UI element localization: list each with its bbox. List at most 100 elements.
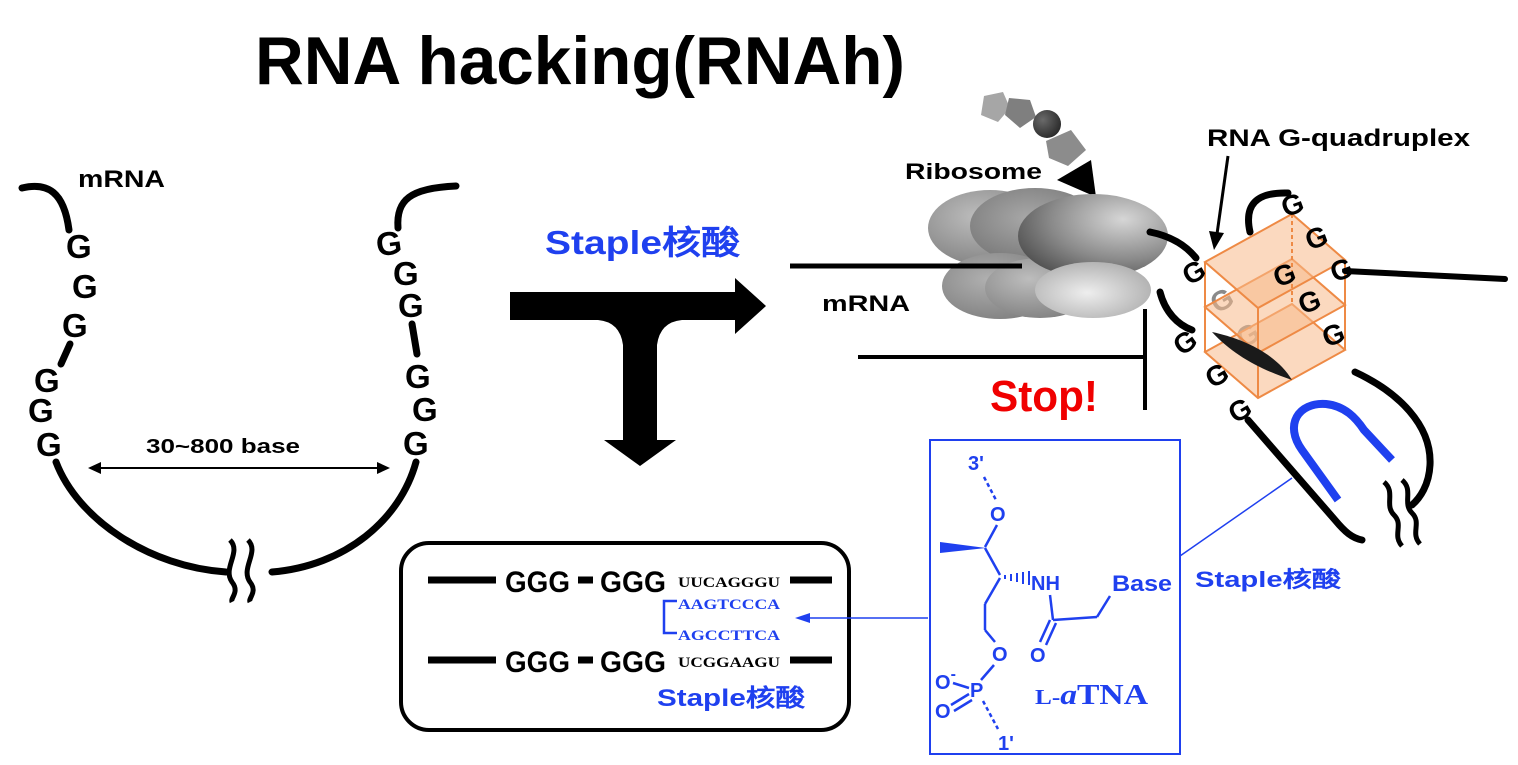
g-block: GGG [600, 566, 666, 599]
bond [1048, 594, 1055, 621]
strand-tail-sequence: UCGGAAGU [678, 655, 780, 671]
strand-row-2: GGG GGG UCGGAAGU [428, 646, 832, 679]
distance-label: 30~800 base [146, 436, 300, 458]
intervening-loop-left [52, 458, 230, 576]
anion-charge: - [951, 666, 956, 683]
bond [983, 524, 999, 548]
ribosome-large-subunit [1018, 194, 1168, 278]
nascent-peptide [981, 92, 1096, 197]
strand-row-1: GGG GGG UUCAGGGU [428, 566, 832, 599]
one-prime-label: 1' [998, 733, 1014, 755]
distance-double-arrow [88, 462, 390, 474]
quadruplex-g-9: G [1167, 323, 1203, 361]
left-g-4: G [34, 362, 60, 399]
loop-strand-right [1351, 368, 1434, 509]
chemical-structure-box: 3' O NH O Base O O- P O 1' [929, 439, 1181, 755]
right-g-linker [408, 320, 421, 358]
downstream-loop [1179, 368, 1434, 557]
staple-sequence-1: AAGTCCCA [678, 597, 780, 613]
g-block: GGG [505, 566, 570, 599]
bond-dashed-3prime [982, 476, 998, 501]
translation-panel: Ribosome mRNA Stop! RNA G-quadruplex G G [790, 92, 1508, 592]
bond [980, 664, 995, 681]
base-label: Base [1112, 571, 1172, 596]
staple-label-box: Staple核酸 [657, 684, 806, 712]
atna-name-prefix: L- [1035, 685, 1060, 709]
quadruplex-top-loop [1245, 189, 1292, 236]
three-prime-label: 3' [968, 453, 984, 475]
phosphorus: P [970, 680, 983, 702]
page-title: RNA hacking(RNAh) [255, 23, 905, 99]
atna-name-suffix: TNA [1077, 680, 1149, 711]
ribosome [790, 188, 1168, 319]
atna-name-italic: a [1060, 680, 1077, 711]
oxygen-3prime: O [990, 504, 1006, 526]
right-arrow [510, 278, 766, 334]
g-block: GGG [505, 646, 570, 679]
hybrid-box: GGG GGG UUCAGGGU AAGTCCCA AGCCTTCA GGG G… [399, 541, 851, 732]
wedge-bond-methyl [940, 542, 986, 553]
right-g-4: G [405, 358, 431, 395]
peptide-direction-arrowhead [1057, 160, 1096, 197]
stop-label: Stop! [990, 372, 1098, 421]
down-arrow [598, 320, 682, 466]
left-g-3: G [62, 307, 88, 344]
left-panel: mRNA G G G G G G G G G G G G 30~800 base [18, 166, 460, 604]
mrna-label: mRNA [78, 166, 165, 193]
bond-carbonyl-double-a [1038, 619, 1052, 643]
bond [952, 681, 970, 690]
mrna-5prime-segment [18, 182, 73, 234]
quadruplex-side-loop [1156, 288, 1196, 334]
bond [984, 629, 996, 643]
bond-carbonyl-double-b [1044, 622, 1058, 646]
hashed-wedge-bond [1004, 571, 1030, 585]
g-quadruplex: G G G G G G G G G G G G [1156, 186, 1508, 429]
bond [983, 577, 1002, 605]
right-g-2: G [393, 255, 419, 292]
amino-acid-2 [1005, 98, 1036, 128]
bond-dashed-1prime [981, 700, 1000, 730]
quadruplex-label: RNA G-quadruplex [1207, 125, 1471, 152]
right-g-5: G [412, 391, 438, 428]
mrna-3prime-segment [394, 182, 460, 232]
intervening-loop-right [268, 458, 420, 576]
bond-phosphoryl-double-a [950, 692, 970, 707]
mrna-to-quadruplex [1146, 228, 1200, 262]
staple-sequence-2: AGCCTTCA [678, 628, 780, 644]
loop-strand-left [1244, 416, 1366, 544]
quadruplex-pointer-arrow [1209, 155, 1230, 250]
break-symbol-loop [1382, 478, 1423, 548]
quadruplex-inner-loop [1212, 332, 1292, 380]
amino-acid-3 [1033, 110, 1061, 138]
g-block: GGG [600, 646, 666, 679]
chem-to-sequence-arrow [795, 613, 928, 623]
anion-oxygen: O- [935, 666, 956, 694]
bond [1052, 615, 1098, 622]
staple-callout-line [1179, 477, 1293, 557]
ribosome-small-subunit [1035, 262, 1151, 318]
staple-bracket [662, 599, 677, 635]
bond [1095, 595, 1112, 618]
carbonyl-oxygen: O [1030, 645, 1046, 667]
oxygen-1prime: O [992, 644, 1008, 666]
amino-acid-1 [981, 92, 1010, 122]
chemical-structure-frame [929, 439, 1181, 755]
staple-label-right: Staple核酸 [1195, 567, 1342, 592]
anion-oxygen-symbol: O [935, 672, 951, 694]
mrna-3prime-continuation [1342, 268, 1508, 282]
right-g-3: G [398, 287, 424, 324]
ribosome-label: Ribosome [905, 159, 1042, 184]
transition: Staple核酸 [510, 224, 766, 466]
mrna-label-translation: mRNA [822, 291, 910, 316]
break-symbol [226, 538, 256, 604]
staple-strand-bound [1289, 399, 1395, 503]
left-g-5: G [28, 392, 54, 429]
quadruplex-g-1: G [1277, 186, 1308, 223]
left-g-linker [57, 340, 74, 368]
inhibition-symbol [858, 309, 1147, 410]
bond [983, 547, 1002, 576]
bond-phosphoryl-double-b [953, 698, 973, 713]
hybrid-box-frame [399, 541, 851, 732]
